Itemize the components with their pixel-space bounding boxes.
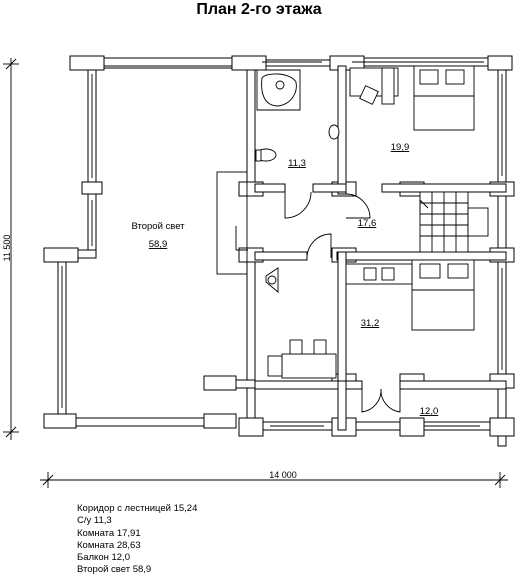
room-vtoroy-svet-area: 58,9 [149, 239, 168, 250]
legend-item: Комната 28,63 [77, 539, 141, 551]
room-vtoroy-svet-name: Второй свет [131, 221, 185, 232]
room-big-area: 31,2 [361, 318, 380, 329]
room-top-right-area: 19,9 [391, 142, 410, 153]
room-balcony-area: 12,0 [420, 406, 439, 417]
legend-item: С/у 11,3 [77, 515, 112, 527]
interior-walls [216, 65, 507, 431]
legend-item: Комната 17,91 [77, 527, 141, 539]
legend-item: Второй свет 58,9 [77, 564, 152, 576]
bedroom-big-furniture [265, 259, 475, 379]
doors [235, 191, 401, 413]
width-dimension: 14 000 [269, 470, 297, 480]
bathroom-fixtures [255, 69, 340, 162]
staircase [419, 191, 489, 253]
room-su-area: 11,3 [288, 158, 306, 169]
dimension-horizontal [40, 472, 508, 488]
legend: Коридор с лестницей 15,24 С/у 11,3 Комна… [77, 503, 197, 577]
plan-title: План 2-го этажа [196, 1, 322, 18]
bedroom-top-furniture [349, 65, 475, 131]
room-corridor-area: 17,6 [358, 218, 377, 229]
height-dimension: 11 500 [2, 235, 12, 262]
legend-item: Коридор с лестницей 15,24 [77, 503, 198, 514]
legend-item: Балкон 12,0 [77, 552, 130, 564]
windows [61, 61, 503, 427]
dimension-vertical [3, 58, 19, 440]
